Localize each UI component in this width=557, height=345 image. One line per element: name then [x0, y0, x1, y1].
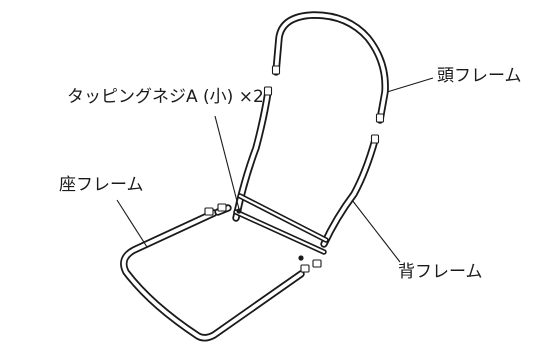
- screw-point-2: [298, 255, 304, 261]
- head-frame-label: 頭フレーム: [437, 66, 522, 86]
- screw-label: タッピングネジA (小) ×2: [67, 87, 264, 107]
- seat-frame: [120, 203, 322, 342]
- leader-screw: [214, 115, 240, 210]
- screw-point-1: [236, 208, 242, 214]
- head-frame: [271, 11, 389, 124]
- cross-bar: [233, 193, 329, 255]
- leader-lines: [116, 77, 434, 263]
- screw-markers: [236, 208, 304, 261]
- back-frame-label: 背フレーム: [398, 262, 483, 282]
- leader-back-frame: [351, 199, 401, 263]
- seat-frame-label: 座フレーム: [59, 175, 144, 195]
- leader-seat-frame: [116, 199, 148, 248]
- leader-head-frame: [386, 77, 434, 93]
